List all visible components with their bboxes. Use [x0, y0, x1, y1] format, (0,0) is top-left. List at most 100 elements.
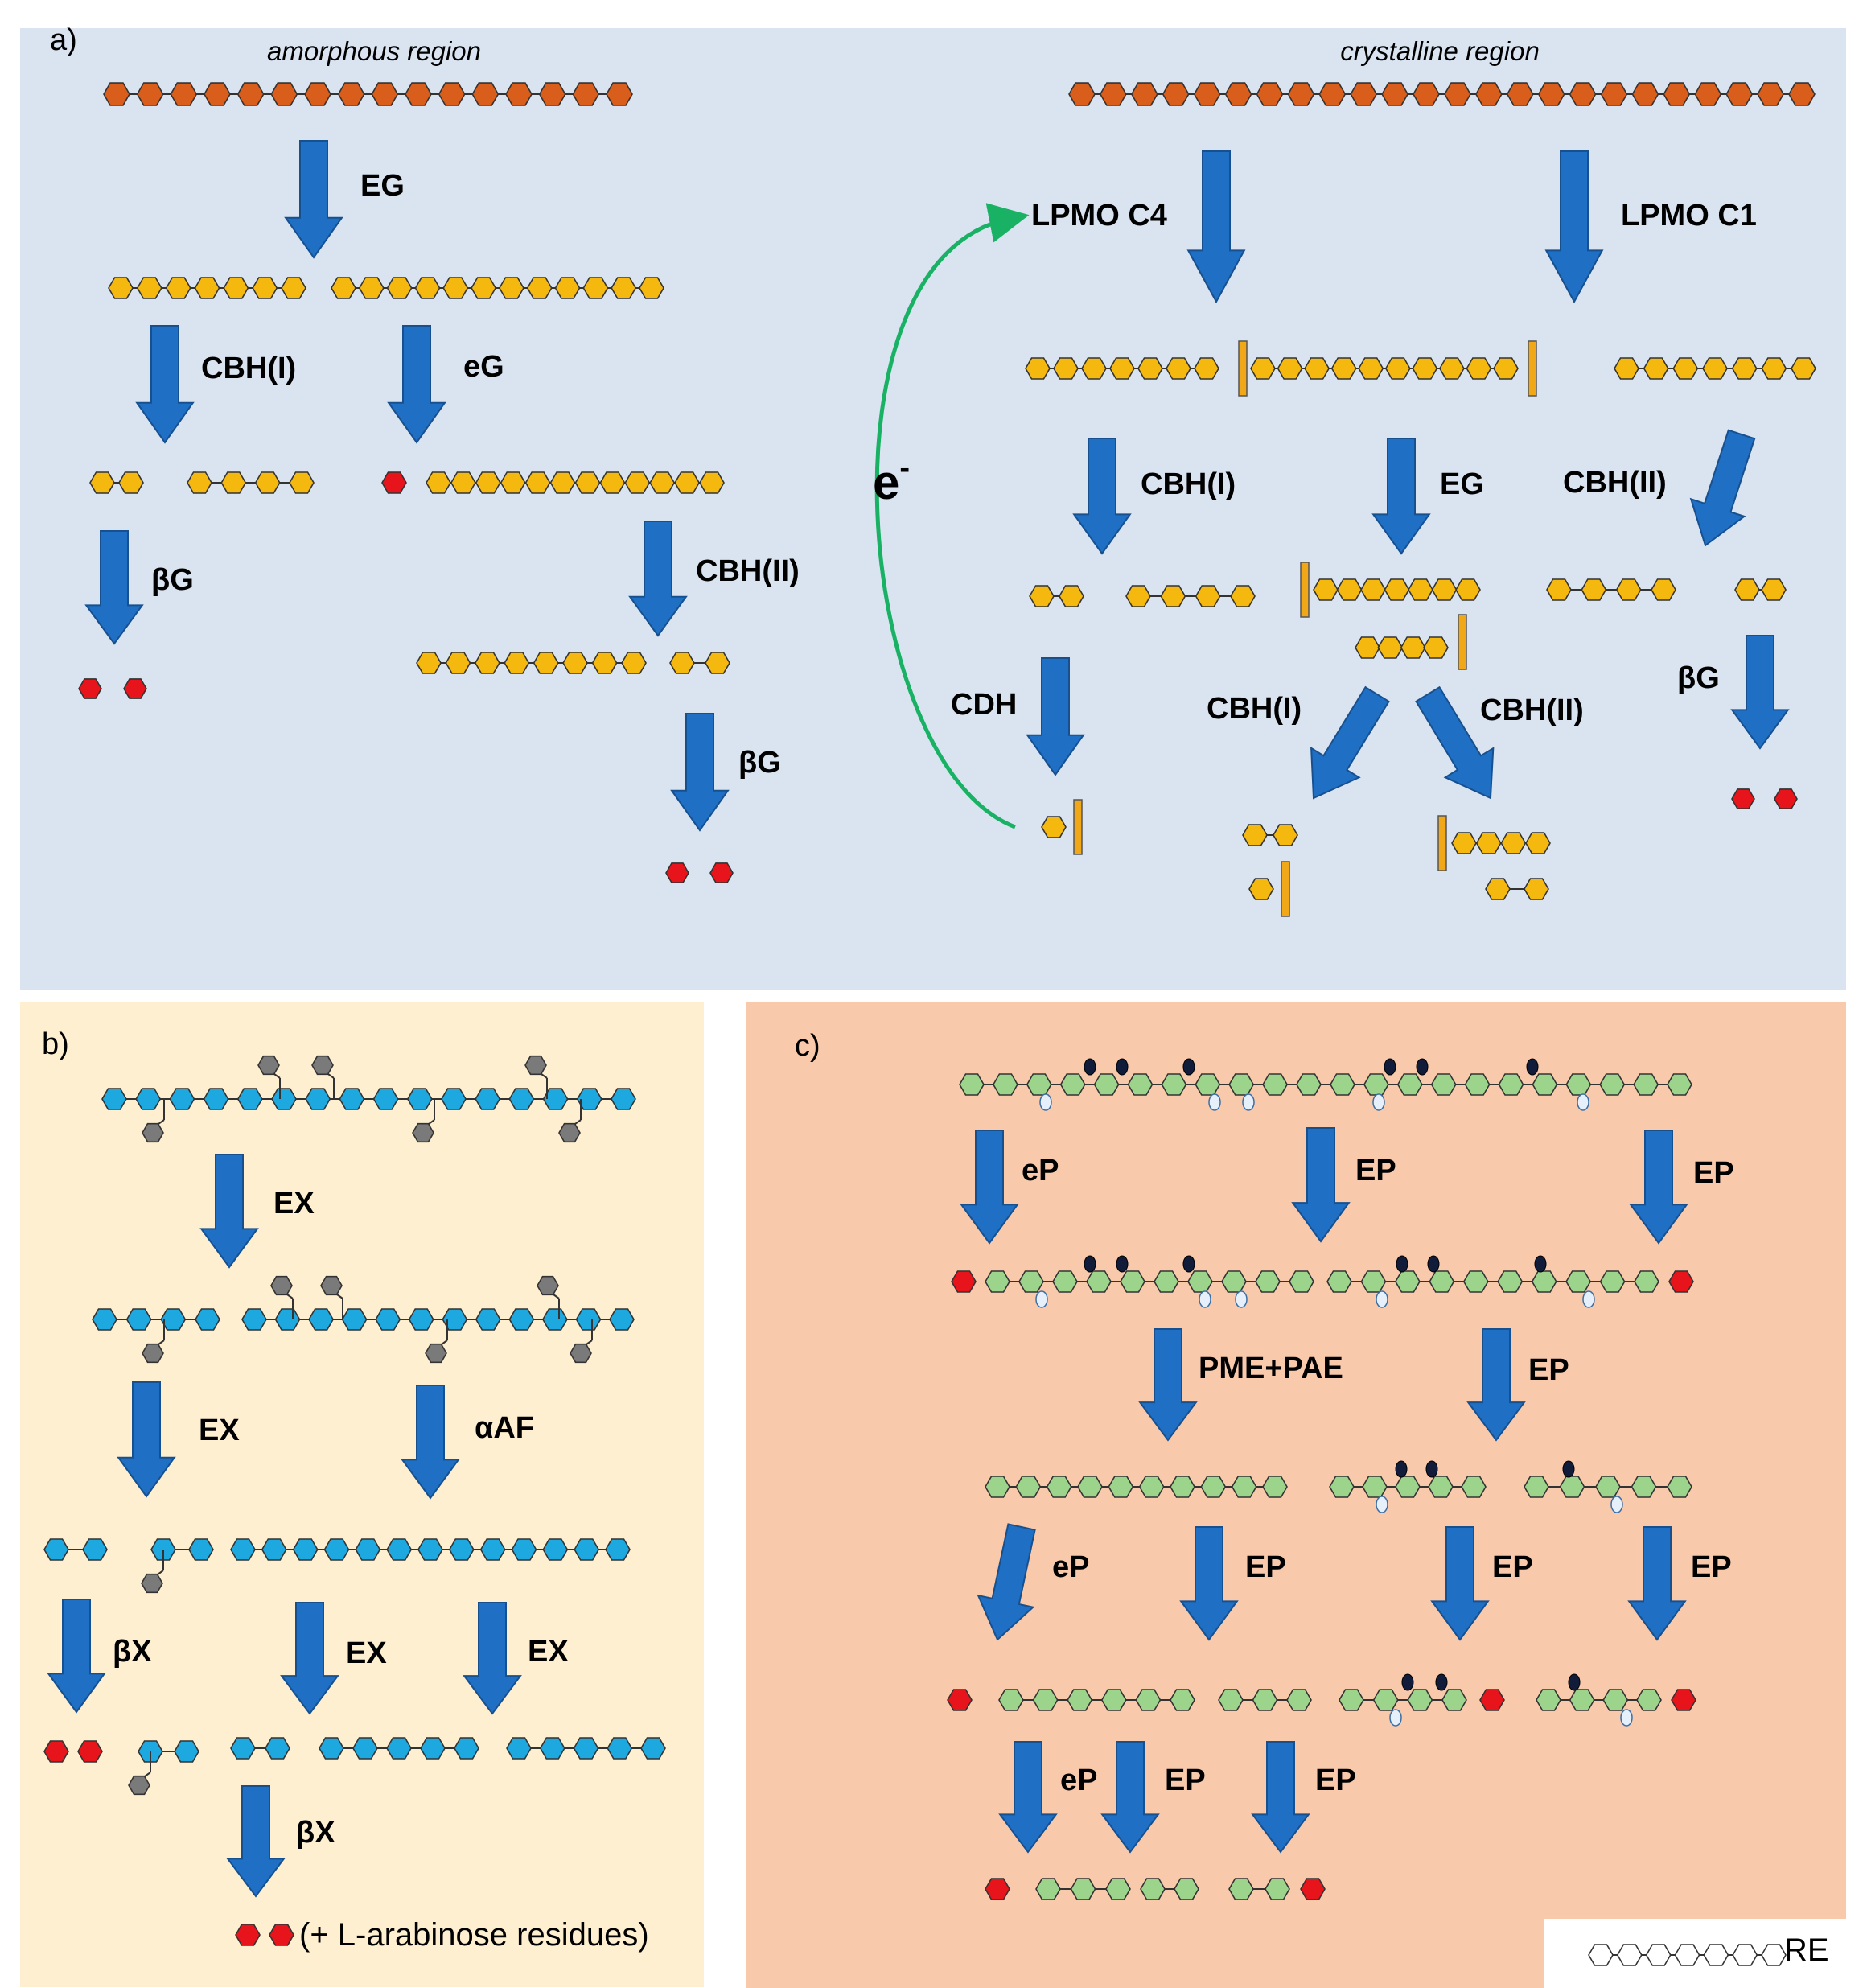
hexagon-icon [674, 471, 701, 494]
cellulose-hexagon-icon [1537, 82, 1565, 106]
hexagon-icon [1025, 357, 1051, 380]
down-arrow-icon [1026, 657, 1085, 776]
hexagon-icon [1451, 832, 1477, 854]
xylose-hexagon-icon [269, 1924, 294, 1946]
cellulose-hexagon-icon [136, 82, 164, 106]
acetyl-group-icon [1610, 1496, 1623, 1513]
xylan-hexagon-icon [420, 1737, 446, 1760]
xylan-hexagon-icon [355, 1538, 381, 1561]
galacturonic-hexagon-icon [1429, 1270, 1455, 1293]
cellulose-hexagon-icon [1224, 82, 1252, 106]
xylan-hexagon-icon [640, 1737, 666, 1760]
arabinose-hexagon-icon [257, 1055, 280, 1076]
galacturonic-hexagon-icon [992, 1073, 1018, 1096]
glucose-hexagon-icon [1774, 788, 1798, 809]
methyl-ester-icon [1182, 1255, 1195, 1273]
hexagon-icon [1455, 578, 1481, 601]
cellulose-hexagon-icon [572, 82, 600, 106]
down-arrow-icon [1186, 150, 1246, 304]
cellooligo-hexagon-icon [165, 277, 191, 299]
xylan-hexagon-icon [542, 1538, 569, 1561]
cellooligo-hexagon-icon [331, 277, 356, 299]
enzyme-label-bg: βG [738, 746, 781, 780]
galacturonic-hexagon-icon [1174, 1878, 1199, 1900]
hexagon-icon [1408, 578, 1433, 601]
cellooligo-hexagon-icon [611, 277, 637, 299]
galacturonic-hexagon-icon [1395, 1476, 1421, 1498]
methyl-ester-icon [1425, 1460, 1438, 1478]
down-arrow-icon [1138, 1328, 1198, 1442]
down-arrow-icon [84, 530, 144, 645]
hexagon-icon [621, 652, 647, 674]
hexagon-icon [1166, 357, 1191, 380]
arabinose-hexagon-icon [524, 1055, 547, 1076]
xylan-hexagon-icon [372, 1088, 399, 1110]
hexagon-icon [89, 471, 115, 494]
cellulose-hexagon-icon [1099, 82, 1127, 106]
hexagon-icon [254, 471, 281, 494]
footnote-arabinose: (+ L-arabinose residues) [299, 1917, 649, 1953]
galacturonic-hexagon-icon [1105, 1878, 1131, 1900]
enzyme-label-aaf: αAF [475, 1411, 534, 1445]
oxidized-end-bar [1073, 799, 1083, 855]
cellulose-hexagon-icon [236, 82, 265, 106]
enzyme-label-lpmo-c4: LPMO C4 [1031, 199, 1167, 233]
galacturonic-hexagon-icon [1052, 1270, 1078, 1293]
cellooligo-hexagon-icon [442, 277, 469, 299]
xylan-hexagon-icon [575, 1308, 602, 1331]
xylan-hexagon-icon [236, 1088, 263, 1110]
legend-hexagon-icon [1761, 1944, 1787, 1966]
xylan-hexagon-icon [174, 1740, 199, 1763]
down-arrow-icon [1466, 1328, 1526, 1442]
cellulose-hexagon-icon [1663, 82, 1691, 106]
galacturonic-hexagon-icon [1407, 1689, 1433, 1711]
galacturonic-hexagon-icon [1532, 1073, 1558, 1096]
hexagon-icon [1643, 357, 1669, 380]
arabinose-hexagon-icon [128, 1775, 150, 1796]
cellulose-hexagon-icon [337, 82, 365, 106]
hexagon-icon [1525, 832, 1551, 854]
cellulose-hexagon-icon [1193, 82, 1221, 106]
hexagon-icon [1731, 357, 1758, 380]
enzyme-label-ep: EP [1528, 1353, 1569, 1387]
galacturonic-hexagon-icon [1120, 1270, 1145, 1293]
hexagon-icon [599, 471, 626, 494]
xylan-hexagon-icon [195, 1308, 220, 1331]
down-arrow-icon [1730, 635, 1790, 750]
enzyme-label-ex: EX [346, 1636, 387, 1670]
hexagon-icon [1304, 357, 1330, 380]
hexagon-icon [649, 471, 676, 494]
cellulose-hexagon-icon [1381, 82, 1409, 106]
xylan-hexagon-icon [92, 1308, 117, 1331]
galacturonic-hexagon-icon [1595, 1476, 1621, 1498]
hexagon-icon [416, 652, 442, 674]
hexagon-icon [1475, 832, 1502, 854]
hexagon-icon [1546, 578, 1572, 601]
enzyme-label-cbh2: CBH(II) [1480, 694, 1584, 727]
xylan-hexagon-icon [611, 1088, 636, 1110]
methyl-ester-icon [1568, 1673, 1581, 1691]
down-arrow-icon [1291, 1127, 1351, 1243]
oxidized-end-bar [1238, 340, 1248, 397]
hexagon-icon [549, 471, 576, 494]
galacturonic-hexagon-icon [1360, 1270, 1387, 1293]
down-arrow-icon [1415, 685, 1495, 800]
galacturonic-hexagon-icon [1046, 1476, 1072, 1498]
galacturonic-hexagon-icon [1464, 1073, 1491, 1096]
hexagon-icon [705, 652, 730, 674]
galacturonic-hexagon-icon [1195, 1073, 1221, 1096]
enzyme-label-cbh1: CBH(I) [1141, 467, 1236, 501]
panel-c-letter: c) [795, 1029, 820, 1063]
xylan-hexagon-icon [605, 1538, 631, 1561]
down-arrow-icon [226, 1785, 286, 1898]
xylan-hexagon-icon [308, 1308, 335, 1331]
galacturonic-hexagon-icon [1339, 1689, 1364, 1711]
galacturonic-hexagon-icon [1462, 1270, 1489, 1293]
cellulose-hexagon-icon [438, 82, 466, 106]
cellulose-hexagon-icon [1444, 82, 1471, 106]
galacturonic-hexagon-icon [1286, 1689, 1312, 1711]
enzyme-label-ep-endo: eP [1052, 1550, 1089, 1584]
hexagon-icon [187, 471, 212, 494]
hexagon-icon [426, 471, 451, 494]
hexagon-icon [118, 471, 144, 494]
